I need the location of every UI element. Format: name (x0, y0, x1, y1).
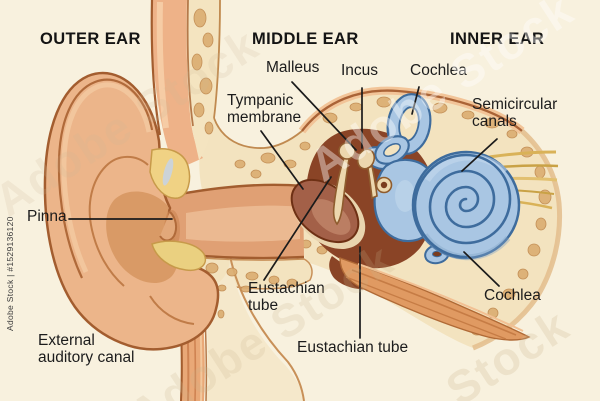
pointer-line-cochlea-top (411, 86, 420, 115)
cartilage (149, 148, 207, 272)
header-middle-ear: MIDDLE EAR (252, 30, 359, 48)
pointer-lines (68, 81, 500, 339)
label-eustachian-tube-bottom: Eustachian tube (297, 339, 409, 356)
header-inner-ear: INNER EAR (450, 30, 545, 48)
label-eustachian-tube-right: Eustachian tube (248, 280, 325, 314)
label-cochlea-bottom: Cochlea (484, 287, 541, 304)
incus-bone (356, 148, 376, 170)
header-outer-ear: OUTER EAR (40, 30, 141, 48)
label-incus: Incus (341, 62, 379, 79)
ear-canal (166, 183, 305, 260)
pointer-line-cochlea-bottom (463, 251, 500, 287)
label-cochlea-top: Cochlea (410, 62, 467, 79)
scalp-strip (150, 0, 221, 170)
label-tympanic-membrane: Tympanic membrane (227, 92, 302, 126)
labyrinth (364, 93, 521, 265)
pinna-shape (43, 71, 220, 351)
ossicles (332, 142, 393, 226)
pointer-line-eustachian-right (263, 176, 332, 281)
eustachian-tube (339, 257, 531, 341)
pointer-line-semicircular (461, 138, 498, 172)
label-pinna: Pinna (27, 208, 67, 225)
malleus-bone (332, 157, 350, 226)
scalp-line (301, 89, 523, 132)
label-semicircular-canals: Semicircular canals (472, 96, 558, 130)
label-malleus: Malleus (266, 59, 320, 76)
label-external-auditory-canal: External auditory canal (38, 332, 135, 366)
pointer-line-tympanic (260, 130, 304, 190)
pointer-line-malleus (291, 81, 357, 151)
